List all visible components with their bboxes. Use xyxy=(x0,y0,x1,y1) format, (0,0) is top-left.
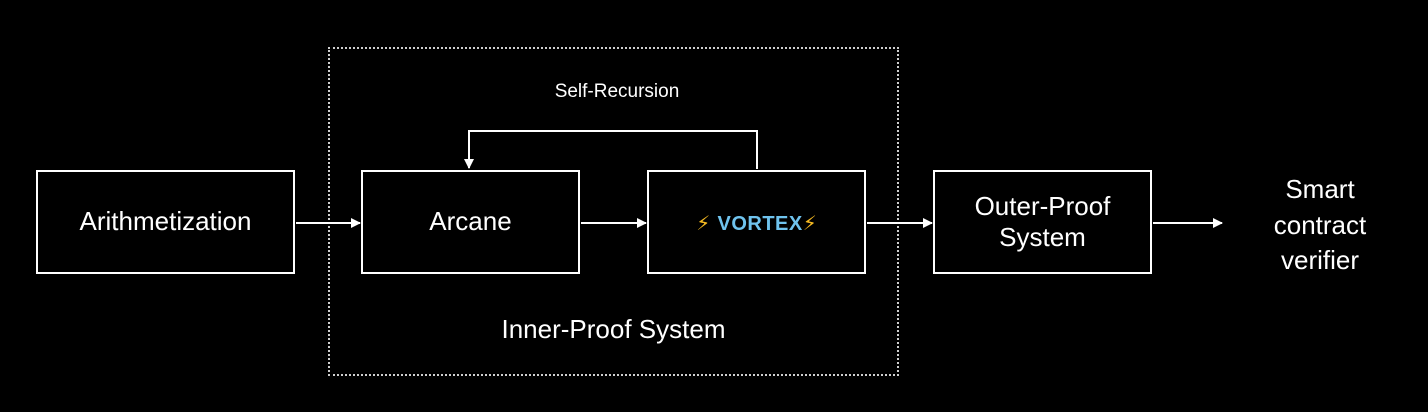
vortex-node: ⚡ VORTEX⚡ xyxy=(647,170,866,274)
inner-proof-system-label: Inner-Proof System xyxy=(501,314,726,344)
arithmetization-label: Arithmetization xyxy=(79,206,252,237)
outer-proof-label-line1: Outer-Proof xyxy=(974,190,1111,221)
self-recursion-label: Self-Recursion xyxy=(554,81,680,102)
self-recursion-loop-arrow xyxy=(464,130,758,169)
vortex-label: VORTEX xyxy=(717,213,803,236)
arcane-node: Arcane xyxy=(361,170,580,274)
verifier-label-line1: Smart xyxy=(1285,174,1355,204)
outer-proof-label-line2: System xyxy=(999,222,1086,252)
verifier-label-line2: contract xyxy=(1273,209,1367,240)
smart-contract-verifier-label: Smart contract verifier xyxy=(1240,172,1400,279)
verifier-label-line3: verifier xyxy=(1280,245,1359,276)
arcane-label: Arcane xyxy=(429,206,512,237)
arithmetization-node: Arithmetization xyxy=(36,170,295,274)
lightning-bolt-icon: ⚡ xyxy=(696,213,711,236)
inner-proof-system-group xyxy=(328,47,899,376)
lightning-bolt-icon: ⚡ xyxy=(802,213,817,236)
outer-proof-system-node: Outer-Proof System xyxy=(933,170,1152,274)
